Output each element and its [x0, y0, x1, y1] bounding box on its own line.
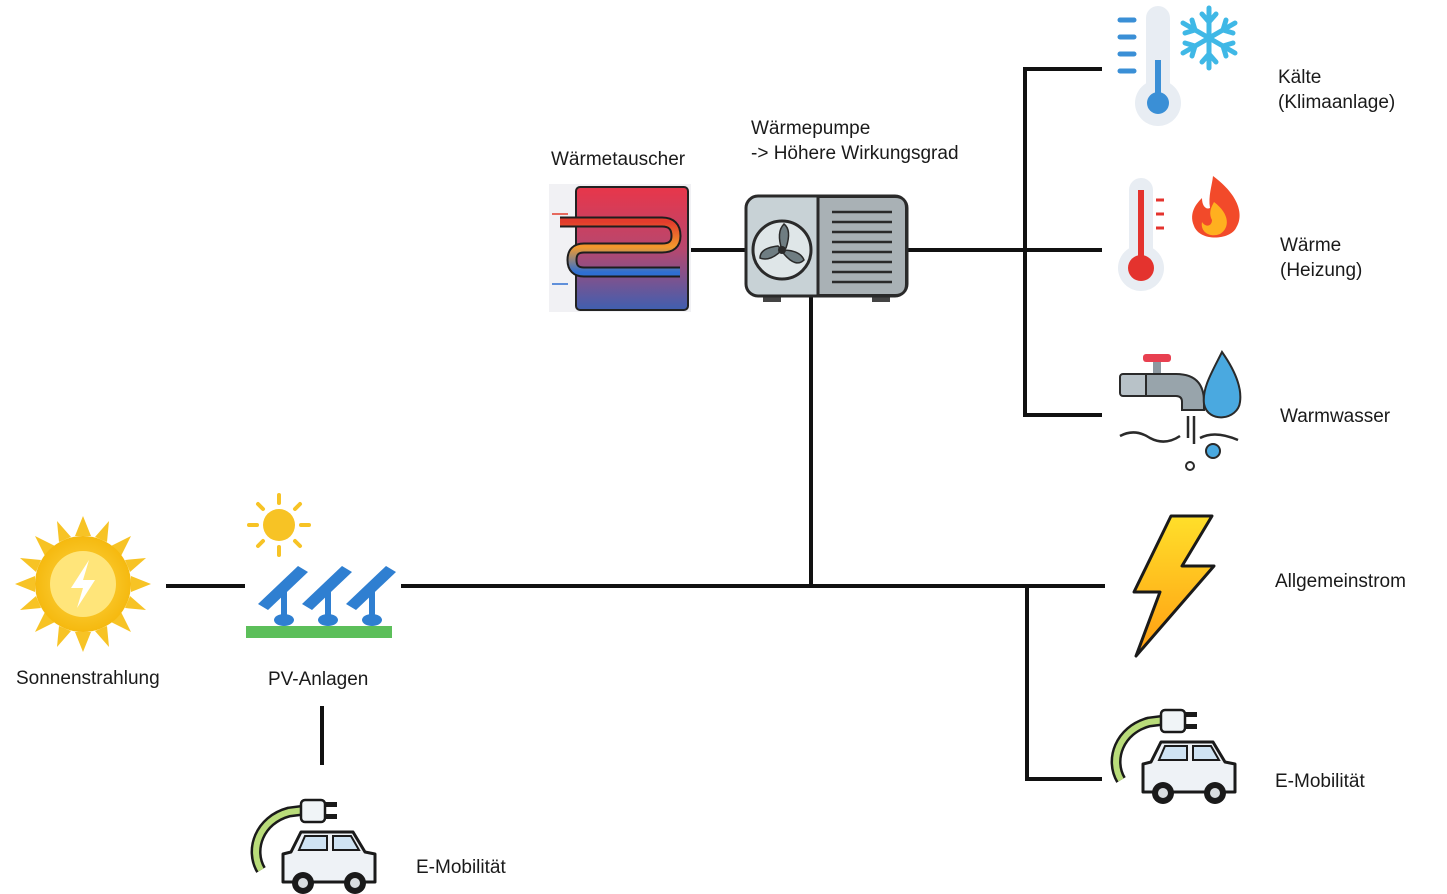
heat-pump-label-line2: -> Höhere Wirkungsgrad — [751, 143, 959, 164]
heat-exchanger-label: Wärmetauscher — [551, 149, 686, 170]
heat-label-line1: Wärme — [1280, 235, 1342, 256]
sun-label: Sonnenstrahlung — [16, 668, 160, 689]
ev-right-label: E-Mobilität — [1275, 771, 1365, 792]
general-power-label: Allgemeinstrom — [1275, 571, 1406, 592]
connection-lines — [166, 67, 1105, 781]
cold-thermometer-icon — [1117, 6, 1181, 126]
water-tap-icon — [1119, 350, 1242, 471]
sun-icon — [15, 516, 151, 652]
lightning-icon — [1132, 514, 1216, 658]
line-pump-branch — [1023, 67, 1102, 417]
heat-exchanger-icon — [549, 184, 691, 312]
flame-icon — [1192, 176, 1240, 238]
solar-panel-icon — [246, 493, 396, 638]
snowflake-icon — [1180, 5, 1238, 71]
hot-thermometer-icon — [1118, 178, 1164, 291]
heat-pump-label-line1: Wärmepumpe — [751, 118, 871, 139]
electric-car-icon — [250, 798, 377, 894]
cold-label-line2: (Klimaanlage) — [1278, 92, 1396, 113]
pv-label: PV-Anlagen — [268, 669, 369, 690]
electric-car-icon — [1110, 708, 1237, 804]
cold-label-line1: Kälte — [1278, 67, 1322, 88]
ev-left-label: E-Mobilität — [416, 857, 506, 878]
heat-label-line2: (Heizung) — [1280, 260, 1363, 281]
line-bus-ev-right — [1025, 586, 1102, 781]
heat-pump-icon — [744, 194, 909, 302]
hot-water-label: Warmwasser — [1280, 406, 1391, 427]
